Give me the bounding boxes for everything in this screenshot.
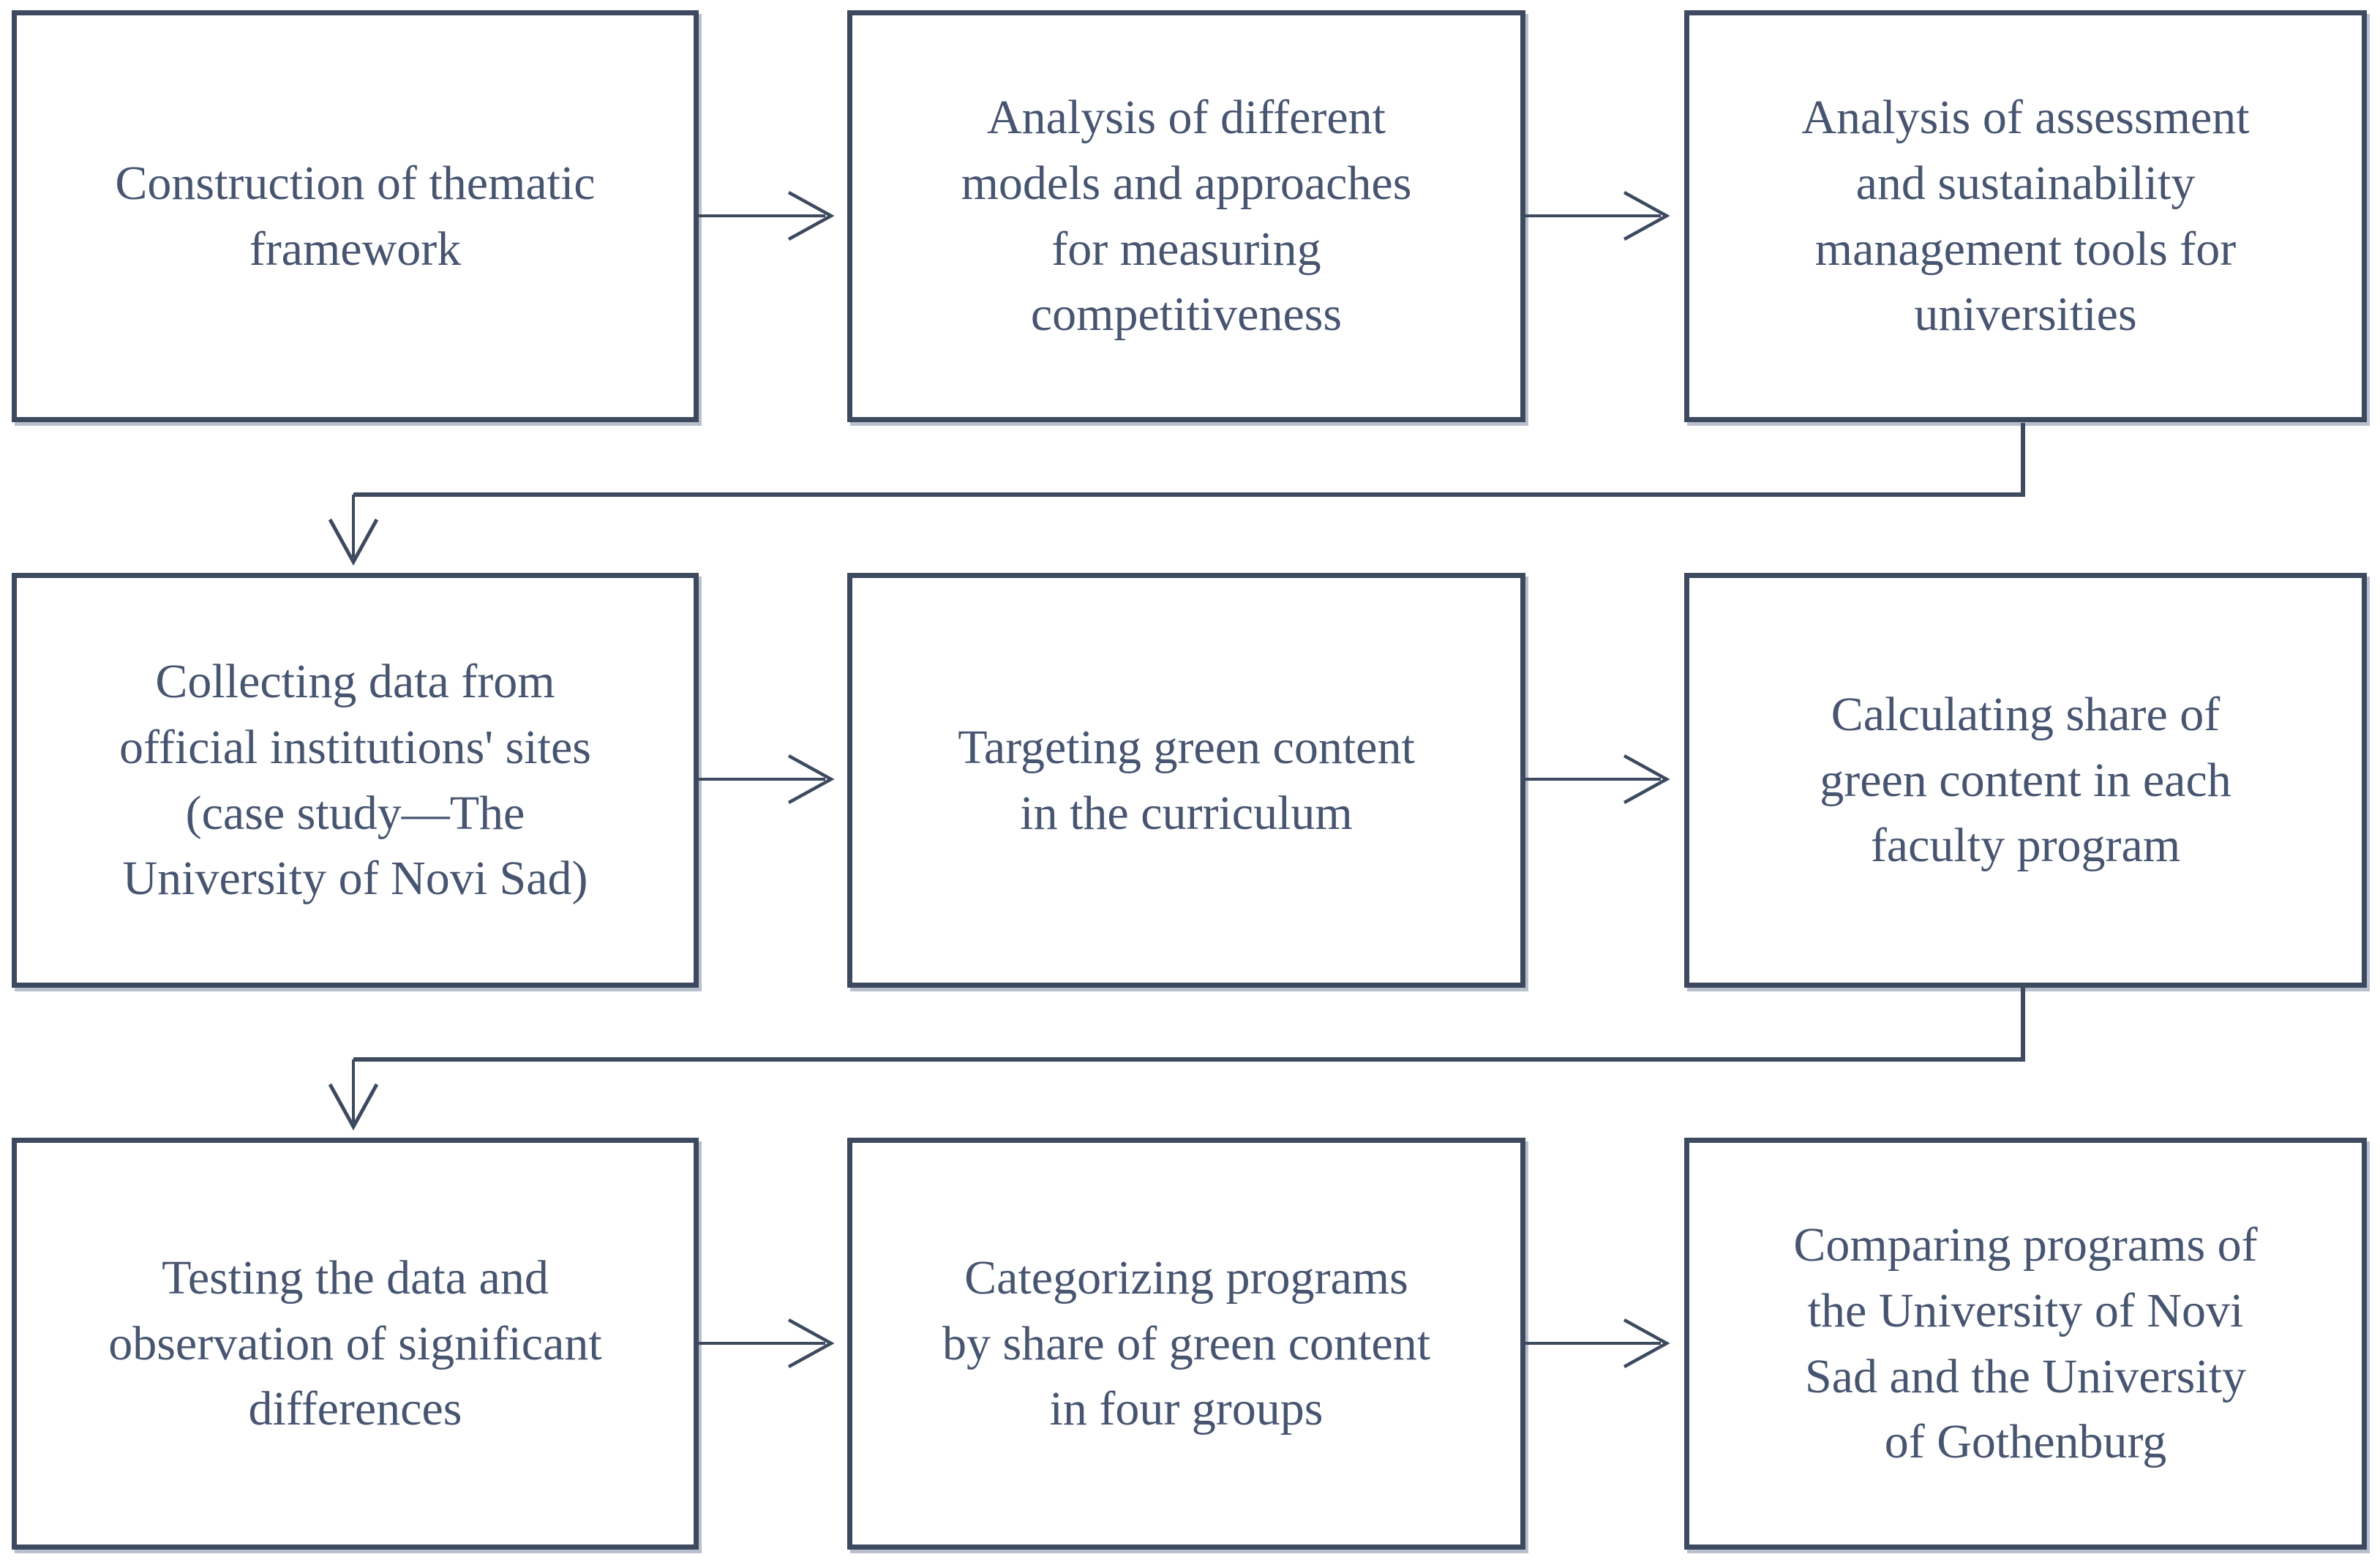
flow-box-label: Analysis of different models and approac… bbox=[961, 91, 1412, 342]
arrow-box1-to-box2 bbox=[697, 191, 835, 241]
arrow-box7-to-box8 bbox=[697, 1318, 835, 1368]
flow-box-label: Analysis of assessment and sustainabilit… bbox=[1801, 91, 2250, 342]
arrow-box4-to-box5 bbox=[697, 754, 835, 804]
flow-box-targeting-green-content: Targeting green content in the curriculu… bbox=[847, 573, 1525, 988]
arrow-box2-to-box3 bbox=[1524, 191, 1670, 241]
flow-box-label: Targeting green content in the curriculu… bbox=[958, 720, 1415, 840]
flow-box-label: Comparing programs of the University of … bbox=[1793, 1218, 2258, 1469]
flow-box-label: Calculating share of green content in ea… bbox=[1820, 687, 2231, 873]
flow-box-label: Categorizing programs by share of green … bbox=[942, 1250, 1431, 1436]
elbow-arrow-box6-to-box7 bbox=[328, 987, 2025, 1131]
flow-box-label: Testing the data and observation of sign… bbox=[108, 1250, 602, 1436]
arrow-box8-to-box9 bbox=[1524, 1318, 1670, 1368]
flow-box-label: Collecting data from official institutio… bbox=[119, 655, 591, 906]
flow-box-models-analysis: Analysis of different models and approac… bbox=[847, 10, 1525, 422]
elbow-arrow-box3-to-box4 bbox=[328, 423, 2025, 566]
flow-box-comparing-programs: Comparing programs of the University of … bbox=[1684, 1138, 2367, 1550]
flow-box-calculating-share: Calculating share of green content in ea… bbox=[1684, 573, 2367, 988]
flow-box-categorizing-programs: Categorizing programs by share of green … bbox=[847, 1138, 1525, 1550]
flow-box-tools-analysis: Analysis of assessment and sustainabilit… bbox=[1684, 10, 2367, 422]
flow-box-data-collection: Collecting data from official institutio… bbox=[12, 573, 699, 988]
flow-box-testing-data: Testing the data and observation of sign… bbox=[12, 1138, 699, 1550]
flow-box-construction-framework: Construction of thematic framework bbox=[12, 10, 699, 422]
arrow-box5-to-box6 bbox=[1524, 754, 1670, 804]
flow-box-label: Construction of thematic framework bbox=[115, 156, 596, 276]
